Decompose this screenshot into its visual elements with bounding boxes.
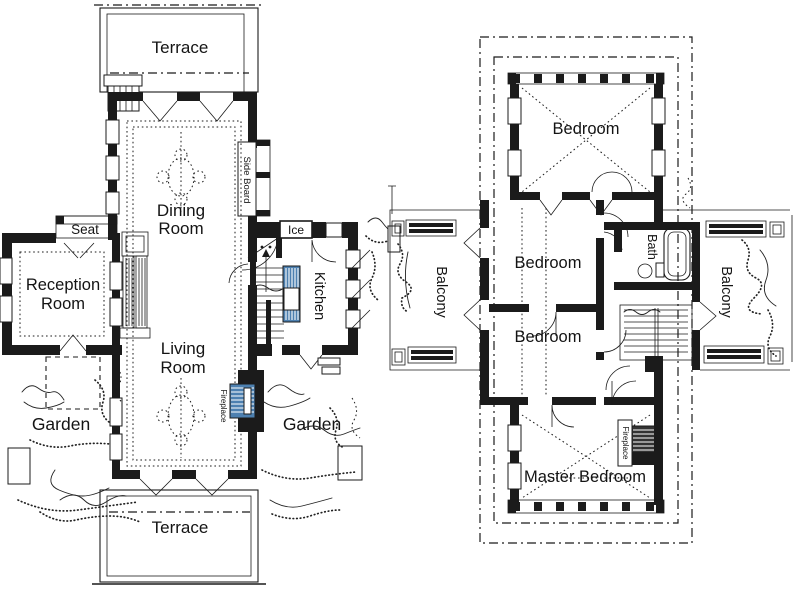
fireplace-upper: Fireplace: [617, 418, 663, 467]
label-reception-1: Reception: [26, 276, 100, 294]
label-bath: Bath: [645, 234, 659, 260]
balcony-east: Balcony: [663, 177, 793, 371]
label-terrace-north: Terrace: [152, 38, 209, 57]
label-dining-2: Room: [158, 219, 203, 238]
label-fireplace-1f: Fireplace: [219, 390, 228, 423]
label-kitchen: Kitchen: [311, 272, 327, 320]
garden-pier: [119, 231, 151, 339]
roof-outline-inner: [493, 56, 679, 524]
kitchen: Kitchen: [276, 232, 371, 375]
label-bedroom-north: Bedroom: [553, 120, 620, 138]
seat-bay: Seat: [55, 215, 118, 239]
terrace-south: Terrace: [92, 489, 266, 585]
label-bedroom-south: Bedroom: [515, 328, 582, 346]
garden-right: Garden: [261, 384, 363, 520]
bathtub: [663, 227, 691, 281]
bath-fixture: [655, 262, 665, 278]
label-living-2: Room: [160, 358, 205, 377]
dining-table: [156, 148, 206, 206]
label-dining-1: Dining: [157, 201, 205, 220]
bath-basin: [637, 263, 653, 279]
balcony-west: Balcony: [389, 209, 480, 371]
planter: [391, 219, 457, 237]
label-master-bedroom: Master Bedroom: [524, 468, 646, 486]
label-fireplace-2f: Fireplace: [621, 427, 630, 460]
label-living-1: Living: [161, 339, 205, 358]
shrubs-east: [365, 185, 401, 301]
tower-mid-walls: Bedroom Bedroom: [463, 200, 663, 428]
second-floor-plan: Bedroom Bedroom Bedroom: [389, 36, 793, 544]
label-ice: Ice: [288, 223, 304, 237]
label-bedroom-mid: Bedroom: [515, 254, 582, 272]
planter: [703, 345, 784, 365]
planter: [705, 220, 785, 238]
label-side-board: Side Board: [241, 156, 252, 203]
living-room-motif: [156, 385, 206, 447]
ice-box: Ice: [257, 220, 358, 239]
reception-room: Reception Room: [0, 233, 122, 410]
label-balcony-east: Balcony: [718, 266, 734, 318]
label-balcony-west: Balcony: [433, 266, 449, 318]
label-terrace-south: Terrace: [152, 518, 209, 537]
master-bedroom: Master Bedroom Fireplace: [507, 360, 665, 514]
side-board-bay: Side Board: [237, 139, 271, 217]
living-room: Living Room: [109, 240, 257, 496]
garden-left: Garden: [7, 367, 141, 523]
fireplace: Fireplace: [219, 370, 264, 432]
dining-room: Side Board Dining Room: [105, 92, 271, 242]
kitchen-sink: [282, 265, 301, 323]
planter: [391, 346, 457, 366]
label-reception-2: Room: [41, 295, 85, 313]
label-seat: Seat: [71, 222, 99, 237]
bedroom-north: Bedroom: [507, 72, 666, 216]
bathroom: Bath: [603, 222, 700, 290]
label-garden-left: Garden: [32, 414, 90, 434]
label-garden-right: Garden: [283, 414, 341, 434]
first-floor-plan: Terrace Side Board Dining Room: [0, 4, 401, 585]
